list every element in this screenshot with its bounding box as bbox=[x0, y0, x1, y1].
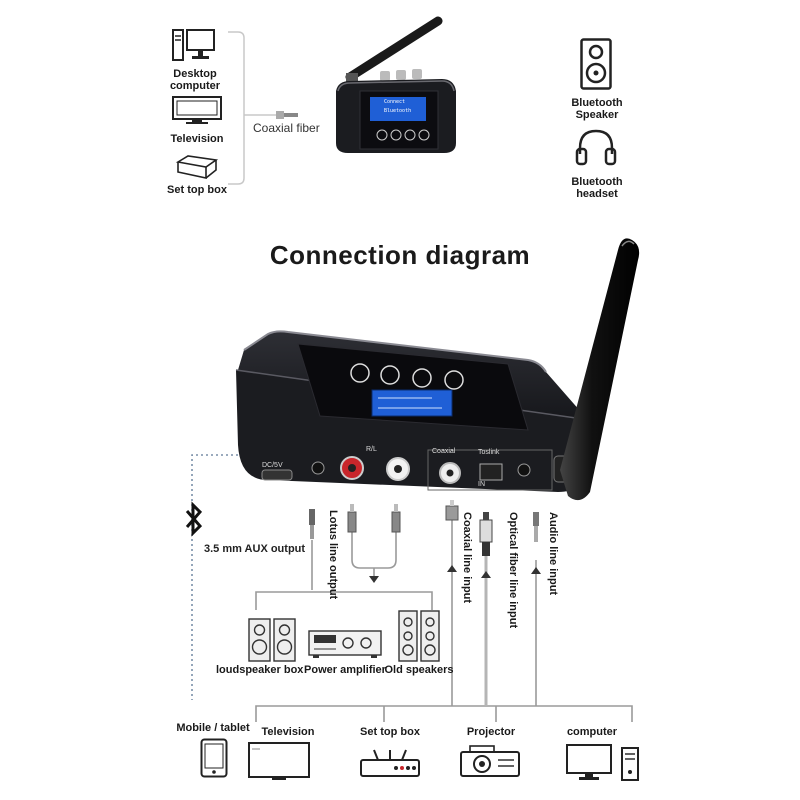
projector-label: Projector bbox=[466, 726, 516, 738]
lotus-output-label: Lotus line output bbox=[327, 510, 339, 600]
set-top-box-icon bbox=[175, 155, 219, 179]
speaker-icon bbox=[580, 38, 612, 90]
small-lcd-line1: Connect bbox=[384, 99, 406, 105]
old-speakers-label: Old speakers bbox=[384, 664, 454, 676]
coaxial-fiber-label: Coaxial fiber bbox=[253, 121, 320, 135]
television-bottom-icon bbox=[248, 742, 310, 780]
loudspeaker-box-label: loudspeaker box bbox=[216, 664, 304, 676]
toslink-port-label: Toslink bbox=[478, 449, 500, 456]
dc-port-label: DC/5V bbox=[262, 462, 283, 469]
source-bracket bbox=[228, 31, 298, 185]
set-top-box-label-top: Set top box bbox=[167, 184, 227, 196]
projector-icon bbox=[460, 745, 520, 777]
bluetooth-icon bbox=[185, 501, 203, 537]
audio-input-label: Audio line input bbox=[547, 512, 559, 596]
small-lcd-line2: Bluetooth bbox=[384, 108, 412, 114]
computer-label: computer bbox=[566, 726, 618, 738]
loudspeaker-box-icon bbox=[248, 618, 296, 662]
main-device-image bbox=[235, 238, 640, 501]
optical-input-label: Optical fiber line input bbox=[507, 512, 519, 629]
diagram-title: Connection diagram bbox=[269, 240, 531, 270]
computer-icon bbox=[566, 744, 639, 781]
coaxial-port-label: Coaxial bbox=[432, 448, 456, 455]
coaxial-input-label: Coaxial line input bbox=[461, 512, 473, 604]
desktop-computer-icon bbox=[172, 29, 215, 61]
mobile-tablet-icon bbox=[200, 738, 228, 778]
old-speakers-icon bbox=[398, 610, 440, 662]
small-device-image bbox=[336, 16, 456, 153]
television-label-top: Television bbox=[170, 133, 224, 145]
television-icon bbox=[172, 96, 222, 124]
in-port-label: IN bbox=[478, 481, 485, 488]
set-top-box-label-bottom: Set top box bbox=[360, 726, 420, 738]
mobile-tablet-label: Mobile / tablet bbox=[176, 722, 250, 734]
power-amplifier-label: Power amplifier bbox=[304, 664, 386, 676]
headphones-icon bbox=[575, 129, 617, 166]
set-top-box-bottom-icon bbox=[360, 749, 420, 777]
television-label-bottom: Television bbox=[261, 726, 315, 738]
power-amplifier-icon bbox=[308, 630, 382, 658]
aux-output-label: 3.5 mm AUX output bbox=[204, 543, 306, 555]
rl-port-label: R/L bbox=[366, 446, 377, 453]
